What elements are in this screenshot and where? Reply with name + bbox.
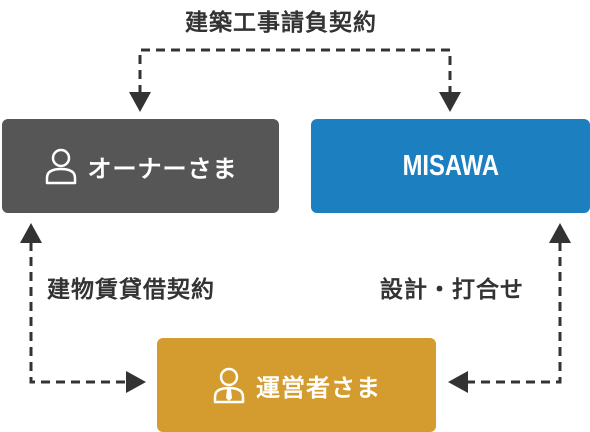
arrowhead-misawa-top: [439, 92, 461, 112]
right-relation-label: 設計・打合せ: [380, 277, 524, 303]
manager-box: 運営者さま: [157, 338, 436, 432]
person-tie-icon: [212, 366, 246, 404]
top-relation-label: 建築工事請負契約: [185, 10, 377, 36]
arrowhead-owner-top: [129, 92, 151, 112]
manager-label: 運営者さま: [256, 373, 381, 402]
arrowhead-misawa-bottom: [549, 223, 571, 243]
arrowhead-manager-right: [448, 371, 468, 393]
owner-label: オーナーさま: [87, 154, 238, 183]
owner-box: オーナーさま: [2, 119, 279, 213]
misawa-logo-text: MISAWA: [402, 149, 499, 182]
right-connector: [466, 242, 562, 384]
left-relation-label: 建物賃貸借契約: [47, 277, 215, 303]
arrowhead-owner-bottom: [20, 223, 42, 243]
left-connector: [29, 242, 128, 384]
person-icon: [44, 147, 78, 185]
arrowhead-manager-left: [126, 371, 146, 393]
top-connector: [138, 48, 452, 94]
misawa-box: MISAWA: [311, 119, 590, 213]
